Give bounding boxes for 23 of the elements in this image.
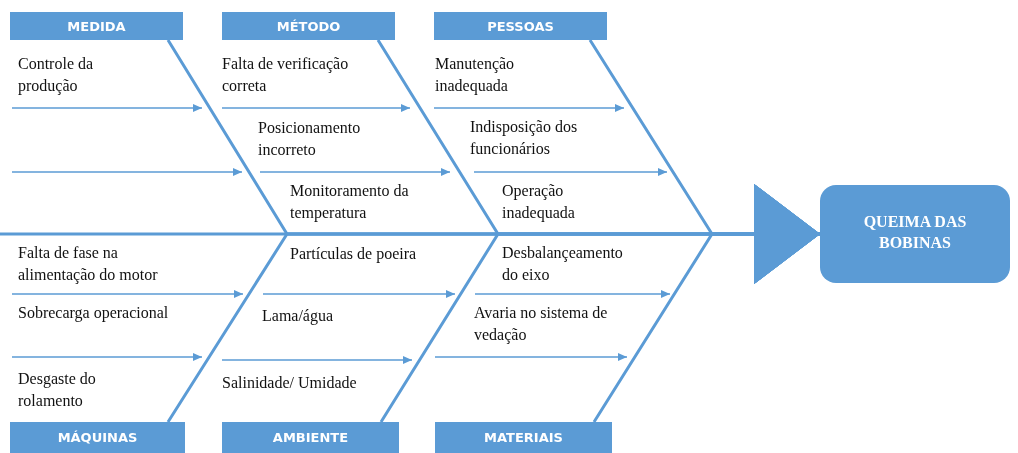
cause-text: Sobrecarga operacional bbox=[18, 303, 170, 324]
cause-text: Posicionamento incorreto bbox=[258, 118, 362, 160]
cause-text: Falta de fase na alimentação do motor bbox=[18, 243, 159, 286]
cause-text: Partículas de poeira bbox=[290, 244, 418, 265]
category-header: MEDIDA bbox=[10, 12, 183, 40]
cause-text: Falta de verificação correta bbox=[222, 54, 350, 96]
cause-text: Monitoramento da temperatura bbox=[290, 181, 410, 224]
cause-text: Desgaste do rolamento bbox=[18, 369, 97, 411]
cause-text: Desbalançeamento do eixo bbox=[502, 243, 624, 285]
category-header: MÉTODO bbox=[222, 12, 395, 40]
cause-text: Avaria no sistema de vedação bbox=[474, 303, 609, 346]
category-header: MATERIAIS bbox=[435, 422, 612, 453]
category-header: MÁQUINAS bbox=[10, 422, 185, 453]
cause-text: Manutenção inadequada bbox=[435, 54, 516, 97]
category-header: PESSOAS bbox=[434, 12, 607, 40]
cause-text: Salinidade/ Umidade bbox=[222, 373, 358, 393]
bone-arrow bbox=[592, 184, 820, 423]
effect-box: QUEIMA DAS BOBINAS bbox=[820, 185, 1010, 283]
cause-text: Lama/água bbox=[262, 306, 335, 327]
cause-text: Controle da produção bbox=[18, 54, 95, 97]
category-header: AMBIENTE bbox=[222, 422, 399, 453]
cause-text: Indisposição dos funcionários bbox=[470, 117, 579, 159]
cause-text: Operação inadequada bbox=[502, 181, 576, 224]
